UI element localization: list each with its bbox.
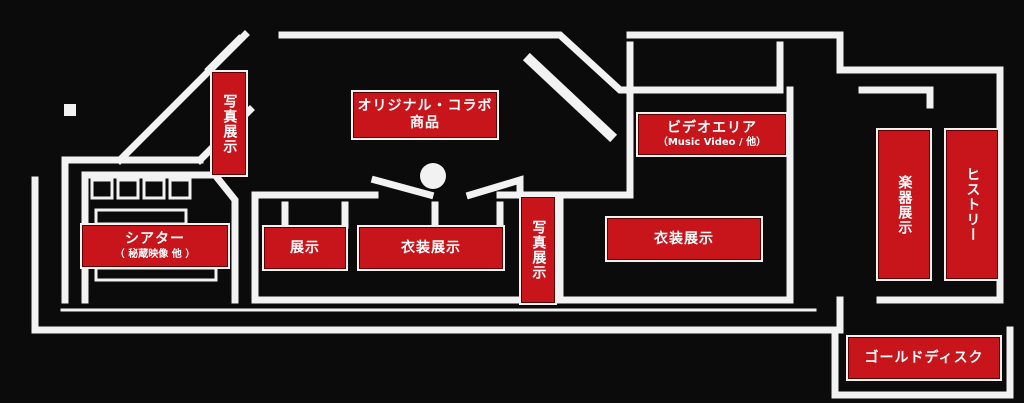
area-exhibit[interactable]: 展示	[262, 225, 348, 271]
pillar	[64, 104, 76, 116]
area-theater-label: シアター	[125, 231, 185, 248]
area-costume-1-label: 衣装展示	[401, 239, 461, 256]
area-theater-sublabel: （ 秘蔵映像 他 ）	[114, 248, 196, 260]
area-costume-2-label: 衣装展示	[654, 230, 714, 247]
area-instruments-label: 楽器展示	[896, 174, 913, 235]
area-original-goods-label2: 商品	[410, 115, 440, 131]
area-history-label: ヒストリー	[964, 167, 981, 242]
area-video-label: ビデオエリア	[667, 119, 757, 136]
area-photo-left-label: 写真展示	[221, 93, 238, 154]
area-video[interactable]: ビデオエリア （Music Video / 他）	[636, 112, 788, 157]
stage-circle	[420, 163, 446, 189]
area-costume-2[interactable]: 衣装展示	[605, 216, 763, 262]
area-theater[interactable]: シアター （ 秘蔵映像 他 ）	[80, 223, 230, 269]
area-photo-right[interactable]: 写真展示	[519, 195, 557, 305]
area-history[interactable]: ヒストリー	[944, 128, 1000, 281]
area-video-sublabel: （Music Video / 他）	[657, 137, 767, 149]
area-gold-disc-label: ゴールドディスク	[864, 349, 984, 366]
area-costume-1[interactable]: 衣装展示	[357, 225, 505, 271]
area-original-goods[interactable]: オリジナル・コラボ 商品	[351, 90, 499, 140]
area-gold-disc[interactable]: ゴールドディスク	[846, 335, 1002, 381]
area-original-goods-label: オリジナル・コラボ	[357, 98, 493, 115]
area-photo-left[interactable]: 写真展示	[210, 70, 248, 177]
area-exhibit-label: 展示	[290, 239, 320, 256]
area-photo-right-label: 写真展示	[530, 220, 547, 280]
area-instruments[interactable]: 楽器展示	[876, 128, 932, 281]
